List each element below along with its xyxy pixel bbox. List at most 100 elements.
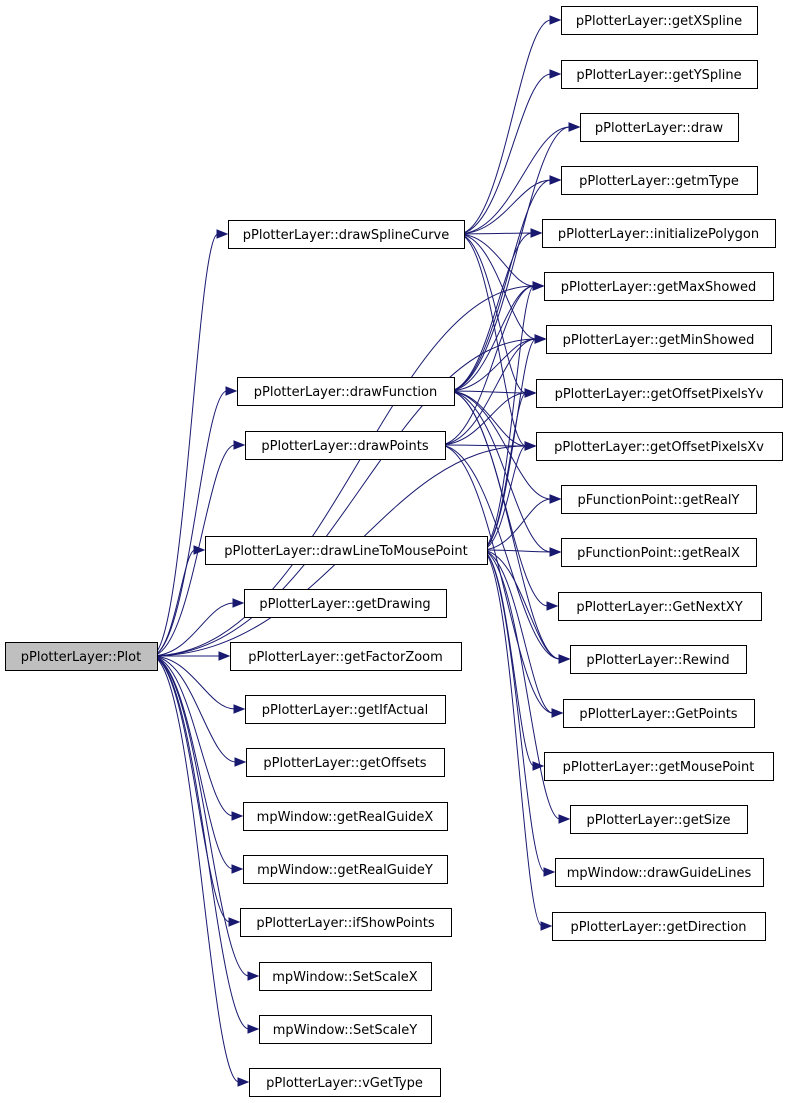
node-GetNextXY[interactable]: pPlotterLayer::GetNextXY bbox=[558, 592, 762, 621]
edge-drawFunction-to-getMinShowed bbox=[447, 334, 547, 392]
node-getXSpline[interactable]: pPlotterLayer::getXSpline bbox=[561, 6, 758, 35]
edge-drawLineToMousePoint-to-drawGuideLines bbox=[480, 549, 556, 877]
node-label: mpWindow::getRealGuideX bbox=[257, 810, 434, 825]
node-box bbox=[243, 802, 448, 831]
node-label: pPlotterLayer::getDrawing bbox=[259, 597, 430, 612]
edge-plot-to-drawLineToMousePoint bbox=[150, 545, 206, 657]
node-getRealX[interactable]: pFunctionPoint::getRealX bbox=[561, 538, 757, 567]
node-SetScaleY[interactable]: mpWindow::SetScaleY bbox=[259, 1015, 432, 1044]
node-drawPoints[interactable]: pPlotterLayer::drawPoints bbox=[245, 431, 446, 460]
edge-drawLineToMousePoint-to-getOffsetPixelsXv bbox=[480, 441, 537, 551]
node-box bbox=[561, 166, 758, 195]
node-label: pPlotterLayer::getOffsets bbox=[263, 756, 426, 771]
node-label: pPlotterLayer::GetNextXY bbox=[576, 600, 742, 615]
node-label: mpWindow::SetScaleX bbox=[272, 970, 418, 985]
node-box bbox=[558, 592, 762, 621]
node-getRealY[interactable]: pFunctionPoint::getRealY bbox=[561, 485, 757, 514]
edge-drawPoints-to-GetPoints bbox=[438, 444, 564, 718]
node-getDirection[interactable]: pPlotterLayer::getDirection bbox=[552, 912, 766, 941]
node-box bbox=[546, 325, 772, 354]
node-label: pPlotterLayer::ifShowPoints bbox=[256, 916, 435, 931]
node-box bbox=[5, 642, 158, 671]
node-label: pPlotterLayer::Rewind bbox=[586, 653, 729, 668]
node-GetPoints[interactable]: pPlotterLayer::GetPoints bbox=[563, 699, 755, 728]
node-drawGuideLines[interactable]: mpWindow::drawGuideLines bbox=[555, 858, 764, 887]
node-ifShowPoints[interactable]: pPlotterLayer::ifShowPoints bbox=[240, 908, 452, 937]
node-label: pPlotterLayer::getMinShowed bbox=[563, 333, 755, 348]
node-label: pPlotterLayer::drawSplineCurve bbox=[243, 228, 449, 243]
node-box bbox=[244, 589, 447, 618]
node-box bbox=[544, 272, 774, 301]
node-label: pPlotterLayer::vGetType bbox=[266, 1076, 423, 1091]
node-drawFunction[interactable]: pPlotterLayer::drawFunction bbox=[237, 377, 455, 406]
node-label: pPlotterLayer::getMaxShowed bbox=[561, 280, 757, 295]
edge-drawLineToMousePoint-to-getSize bbox=[480, 549, 571, 824]
node-box bbox=[580, 113, 739, 142]
node-draw[interactable]: pPlotterLayer::draw bbox=[580, 113, 739, 142]
edge-drawLineToMousePoint-to-getMousePoint bbox=[480, 549, 545, 771]
node-label: pPlotterLayer::getDirection bbox=[570, 920, 746, 935]
node-getOffsetPixelsYv[interactable]: pPlotterLayer::getOffsetPixelsYv bbox=[536, 379, 783, 408]
node-label: mpWindow::SetScaleY bbox=[273, 1023, 418, 1038]
node-getDrawing[interactable]: pPlotterLayer::getDrawing bbox=[244, 589, 447, 618]
node-drawSplineCurve[interactable]: pPlotterLayer::drawSplineCurve bbox=[228, 220, 465, 249]
node-getYSpline[interactable]: pPlotterLayer::getYSpline bbox=[561, 60, 758, 89]
node-getMinShowed[interactable]: pPlotterLayer::getMinShowed bbox=[546, 325, 772, 354]
node-label: pPlotterLayer::getSize bbox=[586, 813, 730, 828]
function-nodes: pPlotterLayer::Plot pPlotterLayer::drawSp… bbox=[5, 6, 783, 1097]
node-box bbox=[555, 858, 764, 887]
node-getOffsets[interactable]: pPlotterLayer::getOffsets bbox=[246, 748, 445, 777]
node-label: pPlotterLayer::getmType bbox=[579, 174, 739, 189]
edge-drawPoints-to-getMaxShowed bbox=[438, 281, 545, 446]
node-label: pPlotterLayer::getOffsetPixelsYv bbox=[555, 387, 764, 402]
node-drawLineToMousePoint[interactable]: pPlotterLayer::drawLineToMousePoint bbox=[205, 536, 488, 565]
edge-drawLineToMousePoint-to-getOffsetPixelsYv bbox=[480, 388, 537, 551]
node-getOffsetPixelsXv[interactable]: pPlotterLayer::getOffsetPixelsXv bbox=[536, 432, 783, 461]
node-plot[interactable]: pPlotterLayer::Plot bbox=[5, 642, 158, 671]
node-getFactorZoom[interactable]: pPlotterLayer::getFactorZoom bbox=[230, 642, 462, 671]
node-getMaxShowed[interactable]: pPlotterLayer::getMaxShowed bbox=[544, 272, 774, 301]
node-getmType[interactable]: pPlotterLayer::getmType bbox=[561, 166, 758, 195]
node-box bbox=[259, 1015, 432, 1044]
node-vGetType[interactable]: pPlotterLayer::vGetType bbox=[249, 1068, 441, 1097]
node-box bbox=[240, 908, 452, 937]
node-box bbox=[561, 538, 757, 567]
edge-drawFunction-to-draw bbox=[447, 122, 581, 392]
edge-plot-to-ifShowPoints bbox=[150, 655, 241, 927]
node-box bbox=[552, 912, 766, 941]
node-box bbox=[536, 379, 783, 408]
node-label: pPlotterLayer::getYSpline bbox=[576, 68, 741, 83]
node-Rewind[interactable]: pPlotterLayer::Rewind bbox=[570, 645, 747, 674]
node-label: pPlotterLayer::initializePolygon bbox=[558, 227, 759, 242]
edge-drawLineToMousePoint-to-getMaxShowed bbox=[480, 281, 545, 551]
node-initializePolygon[interactable]: pPlotterLayer::initializePolygon bbox=[542, 219, 776, 248]
node-SetScaleX[interactable]: mpWindow::SetScaleX bbox=[259, 962, 432, 991]
edge-plot-to-drawSplineCurve bbox=[150, 229, 229, 657]
edge-plot-to-vGetType bbox=[150, 655, 250, 1087]
node-box bbox=[570, 805, 748, 834]
node-getIfActual[interactable]: pPlotterLayer::getIfActual bbox=[245, 695, 446, 724]
edge-drawFunction-to-initializePolygon bbox=[447, 228, 543, 392]
edge-plot-to-SetScaleY bbox=[150, 655, 260, 1034]
node-label: pPlotterLayer::getMousePoint bbox=[563, 760, 755, 775]
node-getRealGuideY[interactable]: mpWindow::getRealGuideY bbox=[243, 855, 448, 884]
edge-drawSplineCurve-to-getXSpline bbox=[457, 15, 562, 235]
node-getSize[interactable]: pPlotterLayer::getSize bbox=[570, 805, 748, 834]
node-label: pPlotterLayer::getFactorZoom bbox=[248, 650, 443, 665]
node-label: mpWindow::getRealGuideY bbox=[257, 863, 433, 878]
node-box bbox=[246, 748, 445, 777]
edge-plot-to-getRealGuideX bbox=[150, 655, 244, 821]
node-box bbox=[561, 485, 757, 514]
node-getMousePoint[interactable]: pPlotterLayer::getMousePoint bbox=[544, 752, 774, 781]
edge-drawLineToMousePoint-to-Rewind bbox=[480, 549, 571, 664]
edge-plot-to-getIfActual bbox=[150, 655, 246, 714]
edge-drawSplineCurve-to-getYSpline bbox=[457, 69, 562, 235]
node-label: pPlotterLayer::draw bbox=[595, 121, 724, 136]
node-box bbox=[561, 60, 758, 89]
edge-plot-to-drawFunction bbox=[150, 386, 238, 657]
node-box bbox=[542, 219, 776, 248]
node-label: pPlotterLayer::getIfActual bbox=[262, 703, 428, 718]
node-getRealGuideX[interactable]: mpWindow::getRealGuideX bbox=[243, 802, 448, 831]
call-edges bbox=[150, 15, 581, 1087]
